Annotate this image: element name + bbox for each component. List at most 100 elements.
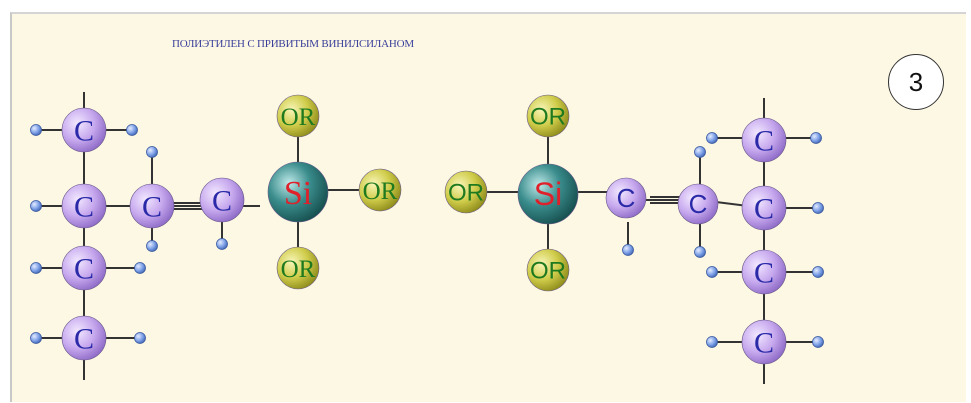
carbon-atom: C: [741, 249, 787, 295]
hydrogen-atom: [812, 336, 824, 348]
carbon-atom: C: [61, 183, 107, 229]
hydrogen-atom: [706, 266, 718, 278]
hydrogen-atom-sphere: [134, 262, 146, 274]
carbon-atom-label: C: [74, 323, 94, 356]
alkoxy-group-label: OR: [448, 179, 484, 206]
carbon-atom: C: [741, 185, 787, 231]
alkoxy-group-label: OR: [363, 178, 398, 205]
hydrogen-atom: [30, 262, 42, 274]
alkoxy-group-sphere: [444, 170, 488, 214]
alkoxy-group-sphere: [526, 94, 570, 138]
carbon-atom-sphere: [61, 245, 107, 291]
carbon-atom-sphere: [741, 185, 787, 231]
alkoxy-group: OR: [526, 94, 570, 138]
bonds-layer: [36, 92, 818, 384]
hydrogen-atom-sphere: [694, 246, 706, 258]
carbon-atom-sphere: [605, 177, 647, 219]
carbon-atom: C: [741, 319, 787, 365]
alkoxy-group-label: OR: [281, 104, 316, 131]
silicon-atom-label: Si: [284, 175, 312, 212]
carbon-atom-sphere: [677, 183, 719, 225]
hydrogen-atom: [30, 332, 42, 344]
carbon-atom: C: [605, 177, 647, 219]
figure-number-badge: 3: [888, 54, 944, 110]
carbon-atom: C: [199, 177, 245, 223]
hydrogen-atom: [146, 240, 158, 252]
carbon-atom-label: C: [754, 125, 774, 158]
hydrogen-atom-sphere: [812, 202, 824, 214]
hydrogen-atom-sphere: [812, 266, 824, 278]
alkoxy-group: OR: [526, 248, 570, 292]
carbon-atom-sphere: [741, 117, 787, 163]
carbon-atom-label: C: [142, 191, 162, 224]
carbon-atom-sphere: [129, 183, 175, 229]
hydrogen-atom-sphere: [706, 266, 718, 278]
hydrogen-atom-sphere: [622, 244, 634, 256]
hydrogen-atom: [694, 146, 706, 158]
carbon-atom-sphere: [61, 107, 107, 153]
hydrogen-atom-sphere: [706, 336, 718, 348]
silicon-atom: Si: [267, 161, 329, 223]
hydrogen-atom: [706, 132, 718, 144]
carbon-atom: C: [677, 183, 719, 225]
hydrogen-atom-sphere: [694, 146, 706, 158]
hydrogen-atom-sphere: [126, 124, 138, 136]
silicon-atom-sphere: [267, 161, 329, 223]
hydrogen-atom: [126, 124, 138, 136]
carbon-atom-sphere: [741, 319, 787, 365]
hydrogen-atom: [30, 124, 42, 136]
diagram-title: ПОЛИЭТИЛЕН С ПРИВИТЫМ ВИНИЛСИЛАНОМ: [172, 38, 414, 50]
silicon-atom: Si: [517, 163, 579, 225]
hydrogen-atom: [622, 244, 634, 256]
carbon-atom-label: C: [754, 193, 774, 226]
alkoxy-group: OR: [358, 168, 402, 212]
carbon-atom: C: [129, 183, 175, 229]
hydrogen-atom-sphere: [30, 200, 42, 212]
carbon-atom: C: [61, 315, 107, 361]
hydrogen-atom-sphere: [30, 332, 42, 344]
hydrogen-atom-sphere: [146, 146, 158, 158]
carbon-atom: C: [741, 117, 787, 163]
alkoxy-group-sphere: [276, 94, 320, 138]
silicon-atom-sphere: [517, 163, 579, 225]
alkoxy-group-label: OR: [281, 256, 316, 283]
carbon-atom-label: C: [74, 253, 94, 286]
carbon-atom-label: C: [74, 191, 94, 224]
alkoxy-group-sphere: [276, 246, 320, 290]
alkoxy-group: OR: [276, 94, 320, 138]
hydrogen-atom: [30, 200, 42, 212]
hydrogen-atom-sphere: [216, 238, 228, 250]
carbon-atom-sphere: [61, 315, 107, 361]
hydrogen-atom-sphere: [812, 336, 824, 348]
carbon-atom: C: [61, 245, 107, 291]
carbon-atom-label: C: [617, 183, 636, 213]
carbon-atom-label: C: [689, 189, 708, 219]
hydrogen-atom: [706, 336, 718, 348]
hydrogen-atom: [694, 246, 706, 258]
carbon-atom-label: C: [754, 257, 774, 290]
hydrogen-atom-sphere: [30, 262, 42, 274]
hydrogen-atom-sphere: [146, 240, 158, 252]
hydrogen-atom: [146, 146, 158, 158]
alkoxy-group: OR: [444, 170, 488, 214]
hydrogen-atom: [810, 132, 822, 144]
carbon-atom-label: C: [754, 327, 774, 360]
carbon-atom-label: C: [212, 185, 232, 218]
hydrogen-atom-sphere: [706, 132, 718, 144]
alkoxy-group-label: OR: [530, 257, 566, 284]
carbon-atom-sphere: [199, 177, 245, 223]
alkoxy-group: OR: [276, 246, 320, 290]
hydrogen-atom-sphere: [30, 124, 42, 136]
hydrogen-atom: [216, 238, 228, 250]
alkoxy-group-label: OR: [530, 103, 566, 130]
hydrogen-atom: [812, 266, 824, 278]
hydrogen-atom: [134, 332, 146, 344]
carbon-atom-sphere: [741, 249, 787, 295]
silicon-atom-label: Si: [534, 176, 562, 212]
alkoxy-group-sphere: [358, 168, 402, 212]
alkoxy-group-sphere: [526, 248, 570, 292]
carbon-atom-label: C: [74, 115, 94, 148]
